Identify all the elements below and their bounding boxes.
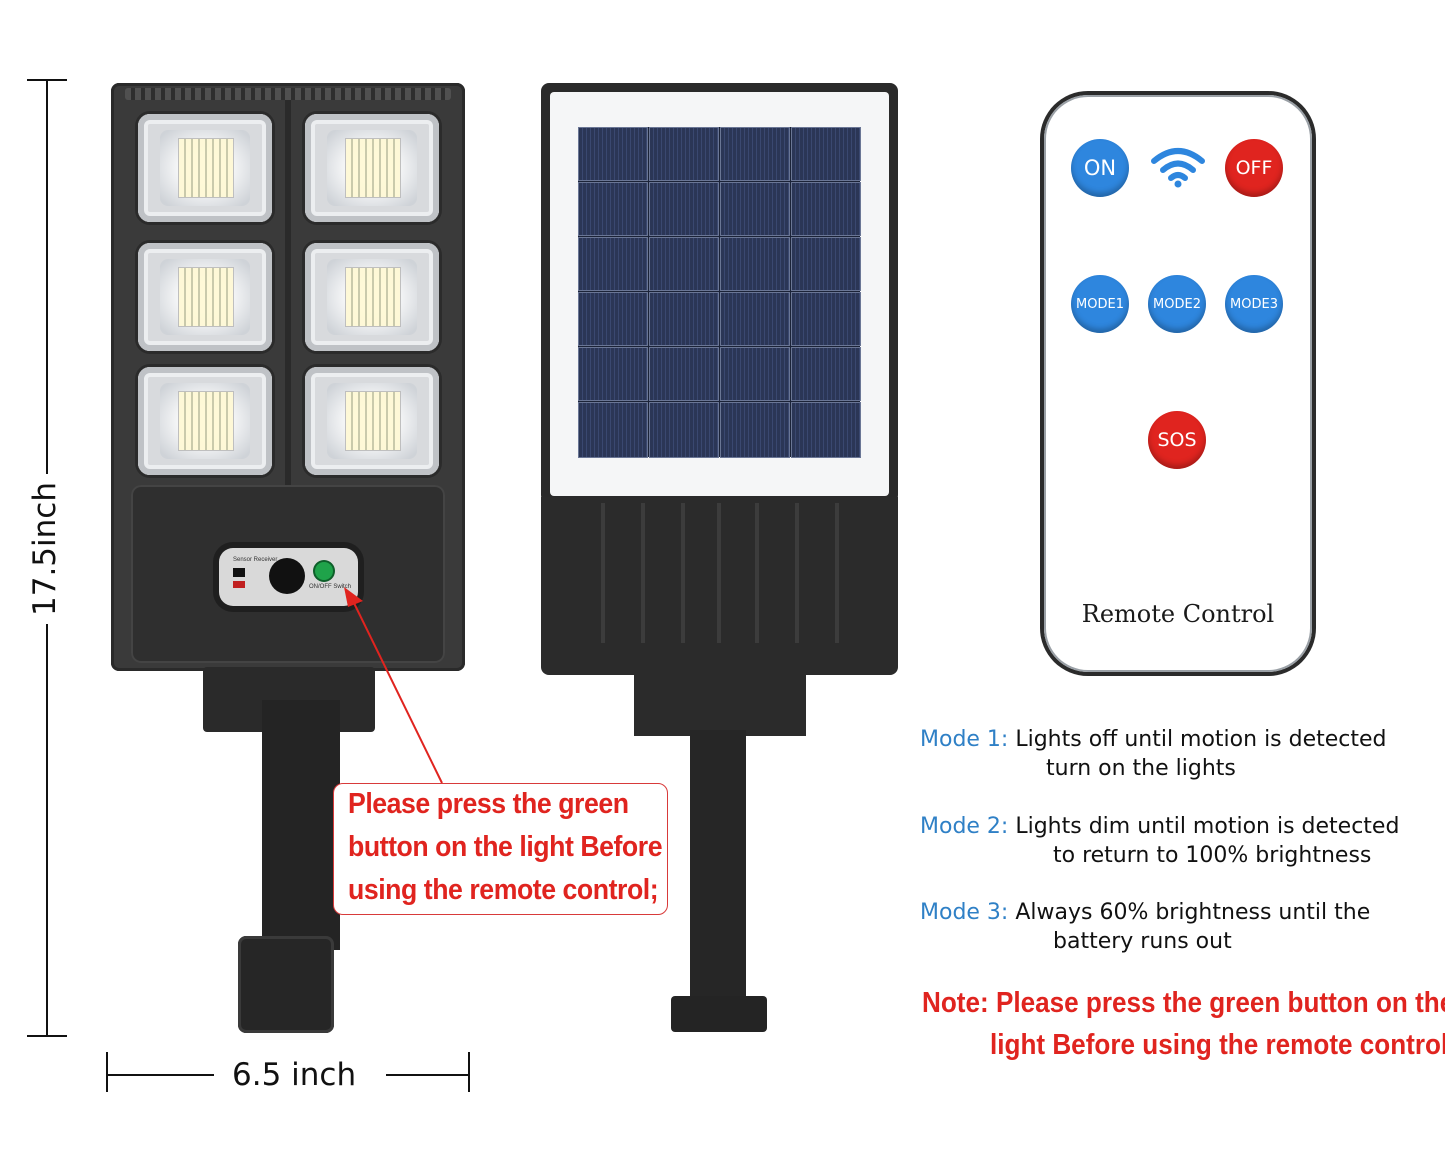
led-module xyxy=(138,243,272,351)
mode-1-line-1: Mode 1: Lights off until motion is detec… xyxy=(920,727,1387,752)
mode-3-line-1: Mode 3: Always 60% brightness until the xyxy=(920,900,1370,925)
sensor-panel: Sensor Receiver ON/OFF Switch xyxy=(219,548,358,606)
mode-2-line-2: to return to 100% brightness xyxy=(1053,843,1372,868)
mode-2-line-1: Mode 2: Lights dim until motion is detec… xyxy=(920,814,1399,839)
center-divider xyxy=(285,100,291,485)
mode-1-line-2: turn on the lights xyxy=(1046,756,1236,781)
callout-line-1: Please press the green xyxy=(348,788,629,820)
led-module xyxy=(138,114,272,222)
right-mount-arm xyxy=(690,730,746,1000)
mode-3-label: Mode 3: xyxy=(920,900,1009,925)
on-button[interactable]: ON xyxy=(1071,139,1129,197)
mode-2-label: Mode 2: xyxy=(920,814,1009,839)
width-dimension-line xyxy=(106,1052,471,1092)
led-module xyxy=(305,367,439,475)
mode1-button[interactable]: MODE1 xyxy=(1071,275,1129,333)
light-back-housing xyxy=(541,497,898,675)
mode3-button[interactable]: MODE3 xyxy=(1225,275,1283,333)
mode-3-line-2: battery runs out xyxy=(1053,929,1232,954)
sensor-receiver-icon xyxy=(233,568,245,577)
callout-line-3: using the remote control; xyxy=(348,874,659,906)
remote-control: ON OFF MODE1 MODE2 MODE3 SOS Remote Cont… xyxy=(1044,95,1312,672)
callout-line-2: button on the light Before xyxy=(348,831,663,863)
wifi-icon xyxy=(1151,148,1205,188)
sensor-receiver-label: Sensor Receiver xyxy=(233,557,278,563)
mode-1-label: Mode 1: xyxy=(920,727,1009,752)
mode-3-desc: Always 60% brightness until the xyxy=(1015,900,1371,925)
note-line-1: Note: Please press the green button on t… xyxy=(922,987,1445,1019)
remote-title: Remote Control xyxy=(1081,600,1275,628)
solar-cells xyxy=(578,127,861,458)
mode-2-desc: Lights dim until motion is detected xyxy=(1015,814,1400,839)
height-label: 17.5inch xyxy=(27,482,63,616)
right-mount-foot xyxy=(671,996,767,1032)
green-button-callout: Please press the green button on the lig… xyxy=(333,783,668,915)
left-pole-clamp xyxy=(238,936,334,1033)
callout-arrow xyxy=(344,587,443,784)
pir-sensor-icon xyxy=(269,558,305,594)
left-mount-arm xyxy=(262,700,340,950)
indicator-icon xyxy=(233,581,245,588)
led-module xyxy=(305,114,439,222)
switch-label: ON/OFF Switch xyxy=(309,584,352,590)
green-power-button[interactable] xyxy=(315,562,333,580)
mode2-button[interactable]: MODE2 xyxy=(1148,275,1206,333)
led-module xyxy=(138,367,272,475)
top-vent xyxy=(125,88,451,100)
right-mount-bracket xyxy=(634,672,806,736)
width-label: 6.5 inch xyxy=(232,1057,357,1093)
height-dimension-line xyxy=(27,79,67,1037)
off-button[interactable]: OFF xyxy=(1225,139,1283,197)
note-line-2: light Before using the remote control; xyxy=(990,1029,1445,1061)
mode-1-desc: Lights off until motion is detected xyxy=(1015,727,1387,752)
led-module xyxy=(305,243,439,351)
sos-button[interactable]: SOS xyxy=(1148,411,1206,469)
